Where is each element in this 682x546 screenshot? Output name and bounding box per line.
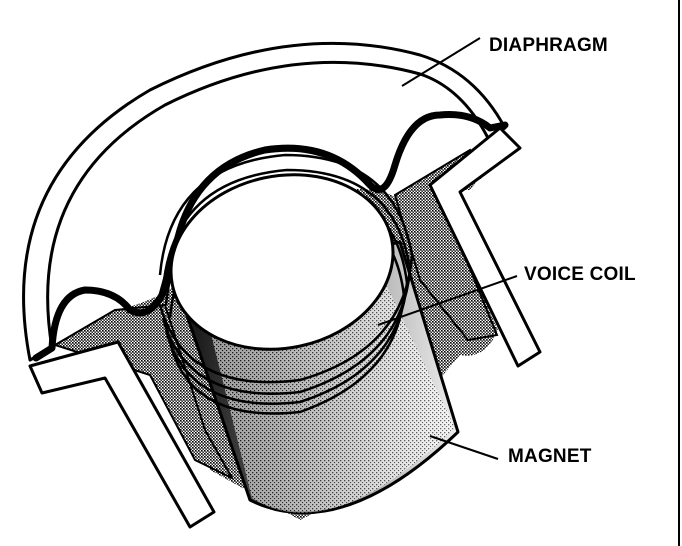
left-frame	[28, 340, 216, 529]
voice-coil-label: VOICE COIL	[524, 264, 636, 285]
voice-coil-leader	[377, 275, 518, 326]
diaphragm-label: DIAPHRAGM	[489, 35, 608, 56]
magnet-leader	[429, 435, 499, 460]
magnet-label: MAGNET	[508, 446, 592, 467]
diaphragm-edge	[32, 111, 509, 362]
right-border	[678, 0, 680, 546]
magnet-top-face	[169, 173, 395, 351]
right-frame	[428, 126, 542, 368]
diaphragm-leader	[401, 37, 481, 87]
